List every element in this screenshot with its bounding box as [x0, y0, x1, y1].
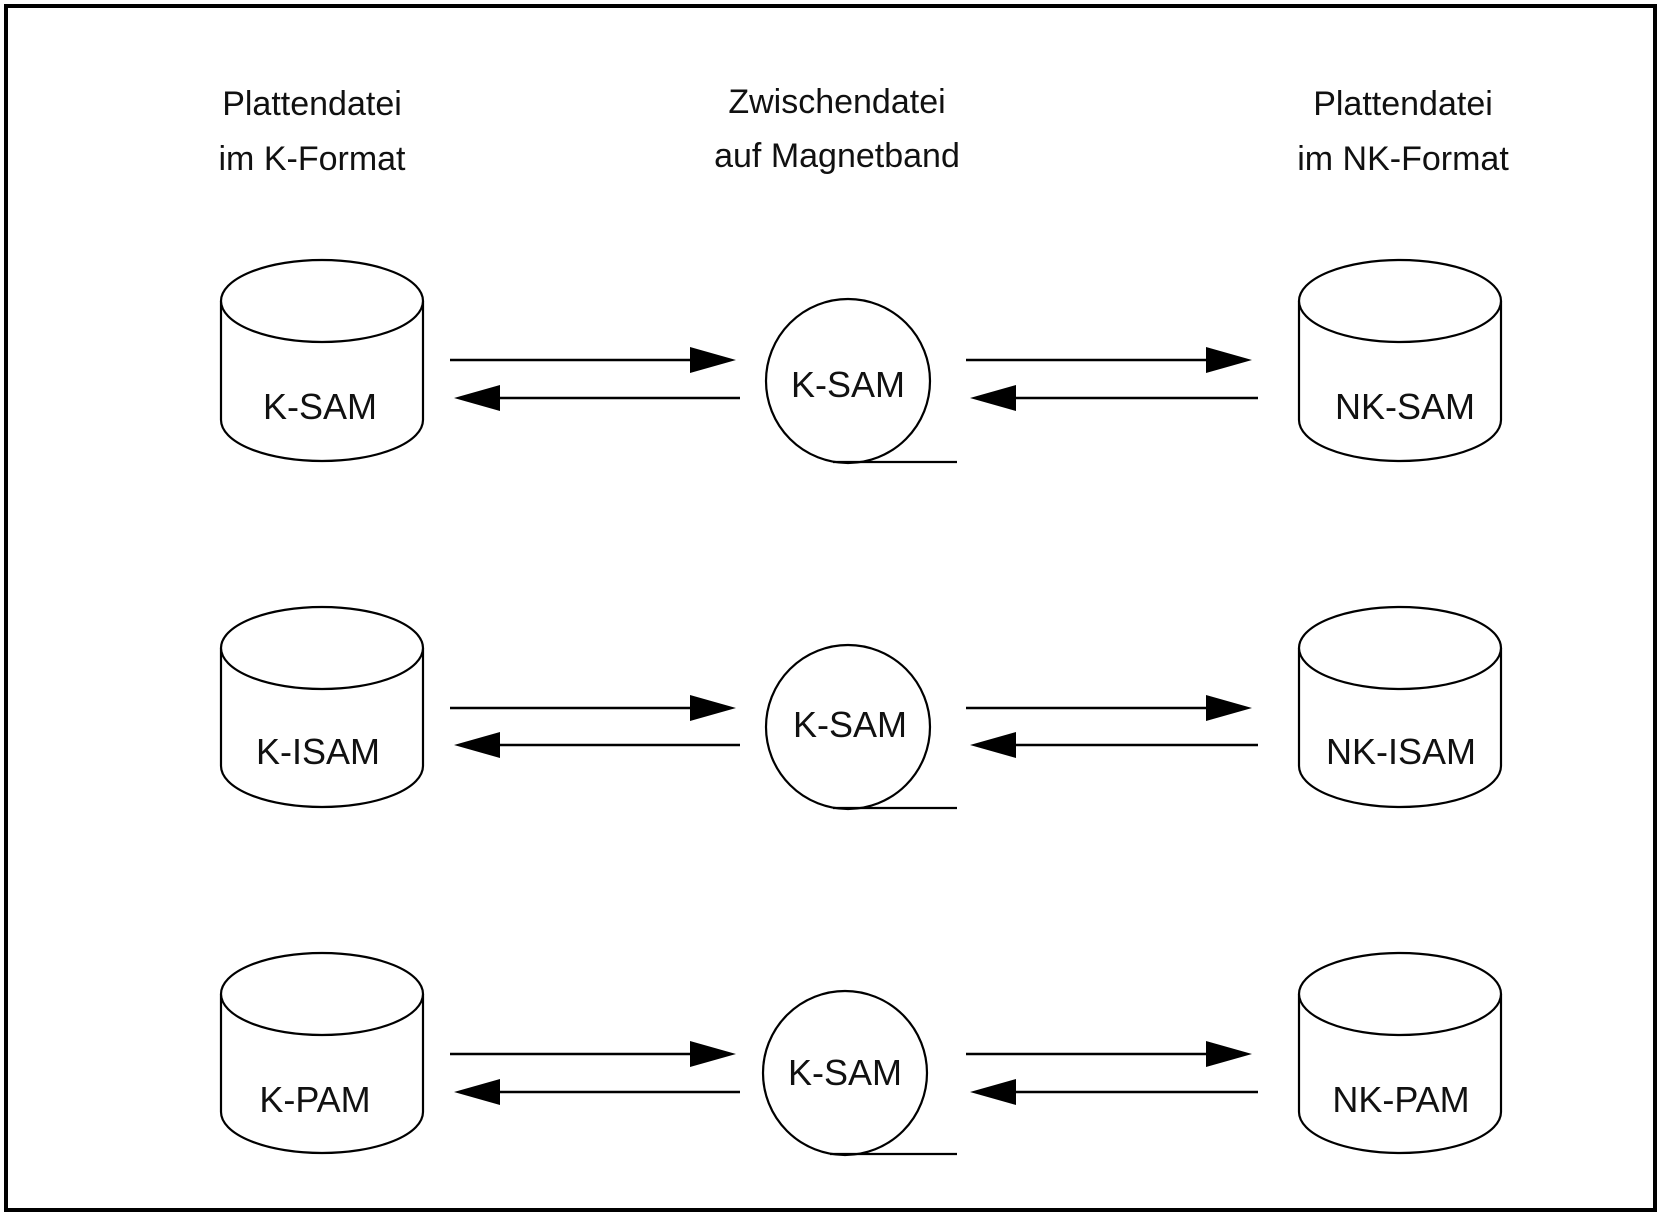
arrows-tape-right [966, 1041, 1258, 1105]
tape-label: K-SAM [791, 364, 905, 405]
tape-reel-icon [764, 297, 957, 465]
header-middle-line2: auf Magnetband [714, 137, 960, 175]
arrows-tape-right [966, 695, 1258, 758]
arrows-left-tape [450, 347, 740, 411]
right-disk-icon [1297, 951, 1503, 1155]
left-disk-label: K-SAM [263, 386, 377, 427]
tape-label: K-SAM [788, 1052, 902, 1093]
right-disk-label: NK-PAM [1332, 1079, 1469, 1120]
right-disk-icon [1297, 605, 1503, 809]
row-3: K-PAM K-SAM NK-PAM [219, 951, 1503, 1157]
tape-reel-icon [764, 643, 957, 811]
header-left-line2: im K-Format [219, 140, 407, 178]
row-1: K-SAM K-SAM NK-SAM [219, 258, 1503, 465]
header-left-line1: Plattendatei [222, 85, 402, 123]
header-middle-line1: Zwischendatei [728, 83, 945, 121]
diagram-frame [4, 4, 1657, 1212]
tape-reel-icon [761, 989, 957, 1157]
left-disk-icon [219, 605, 425, 809]
arrows-tape-right [966, 347, 1258, 411]
right-disk-label: NK-ISAM [1326, 731, 1476, 772]
header-right-line2: im NK-Format [1297, 140, 1509, 178]
left-disk-label: K-PAM [259, 1079, 370, 1120]
left-disk-label: K-ISAM [256, 731, 380, 772]
arrows-left-tape [450, 695, 740, 758]
row-2: K-ISAM K-SAM NK-ISAM [219, 605, 1503, 811]
left-disk-icon [219, 258, 425, 463]
left-disk-icon [219, 951, 425, 1155]
header-right-line1: Plattendatei [1313, 85, 1493, 123]
tape-label: K-SAM [793, 704, 907, 745]
right-disk-label: NK-SAM [1335, 386, 1475, 427]
arrows-left-tape [450, 1041, 740, 1105]
right-disk-icon [1297, 258, 1503, 463]
